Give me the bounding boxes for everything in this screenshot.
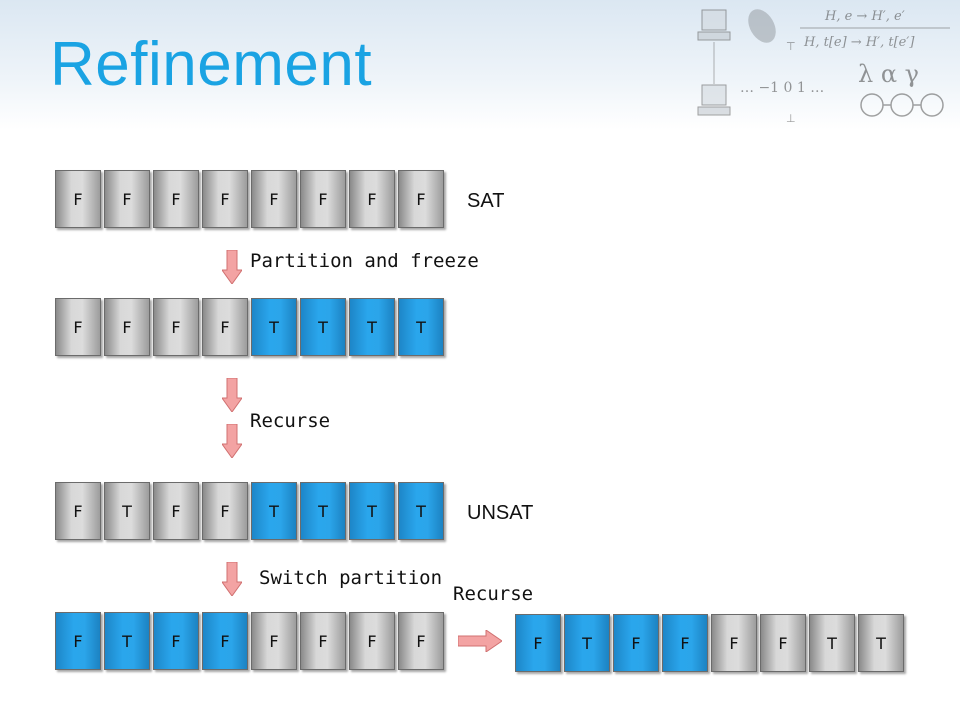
lattice-row: … −1 0 1 … xyxy=(740,80,824,96)
assignment-cell: T xyxy=(104,482,150,540)
assignment-cell: F xyxy=(300,170,346,228)
lattice-bottom: ⊥ xyxy=(786,113,796,125)
step-recurse-2: Recurse xyxy=(453,583,534,605)
state-sat: SAT xyxy=(467,190,505,212)
fly-icon xyxy=(748,9,776,43)
header-decoration: H, e → H′, e′ H, t[e] → H′, t[e′] ⊤ … −1… xyxy=(697,9,950,125)
rule-bottom: H, t[e] → H′, t[e′] xyxy=(803,35,915,50)
assignment-cell: F xyxy=(515,614,561,672)
assignment-cell: F xyxy=(153,298,199,356)
assignment-cell: F xyxy=(662,614,708,672)
down-arrow-icon xyxy=(222,378,242,412)
assignment-cell: T xyxy=(104,612,150,670)
assignment-cell: F xyxy=(104,298,150,356)
assignment-cell: F xyxy=(349,170,395,228)
assignment-cell: F xyxy=(398,612,444,670)
assignment-cell: F xyxy=(202,482,248,540)
assignment-cell: F xyxy=(153,482,199,540)
assignment-cell: T xyxy=(858,614,904,672)
assignment-cell: F xyxy=(55,482,101,540)
assignment-cell: F xyxy=(153,612,199,670)
assignment-cell: F xyxy=(202,298,248,356)
assignment-cell: F xyxy=(711,614,757,672)
assignment-cell: T xyxy=(251,482,297,540)
assignment-cell: F xyxy=(251,170,297,228)
assignment-cell: F xyxy=(398,170,444,228)
assignment-cell: T xyxy=(251,298,297,356)
down-arrow-icon xyxy=(222,250,242,284)
header-band xyxy=(0,0,960,130)
step-recurse: Recurse xyxy=(250,410,331,432)
assignment-cell: F xyxy=(202,612,248,670)
assignment-cell: F xyxy=(55,298,101,356)
assignment-cell: T xyxy=(349,298,395,356)
computer-icon-2 xyxy=(701,84,727,106)
computer-icon xyxy=(701,9,727,31)
assignment-cell: T xyxy=(398,482,444,540)
right-arrow-icon xyxy=(458,630,502,652)
down-arrow-icon xyxy=(222,424,242,458)
lattice-top: ⊤ xyxy=(786,41,796,53)
assignment-cell: T xyxy=(300,298,346,356)
greek-letters: λ α γ xyxy=(858,60,919,88)
assignment-cell: F xyxy=(613,614,659,672)
assignment-cell: F xyxy=(202,170,248,228)
step-partition-freeze: Partition and freeze xyxy=(250,250,479,272)
assignment-cell: F xyxy=(760,614,806,672)
assignment-cell: T xyxy=(398,298,444,356)
assignment-cell: T xyxy=(809,614,855,672)
down-arrow-icon xyxy=(222,562,242,596)
assignment-cell: T xyxy=(564,614,610,672)
assignment-cell: F xyxy=(55,612,101,670)
assignment-cell: F xyxy=(153,170,199,228)
assignment-cell: F xyxy=(349,612,395,670)
assignment-cell: F xyxy=(104,170,150,228)
state-unsat: UNSAT xyxy=(467,502,534,524)
assignment-cell: F xyxy=(300,612,346,670)
assignment-cell: T xyxy=(300,482,346,540)
automaton-state xyxy=(860,93,884,117)
assignment-cell: T xyxy=(349,482,395,540)
page-title: Refinement xyxy=(50,30,373,99)
step-switch-partition: Switch partition xyxy=(259,567,443,589)
assignment-cell: F xyxy=(55,170,101,228)
assignment-cell: F xyxy=(251,612,297,670)
rule-top: H, e → H′, e′ xyxy=(824,9,905,24)
